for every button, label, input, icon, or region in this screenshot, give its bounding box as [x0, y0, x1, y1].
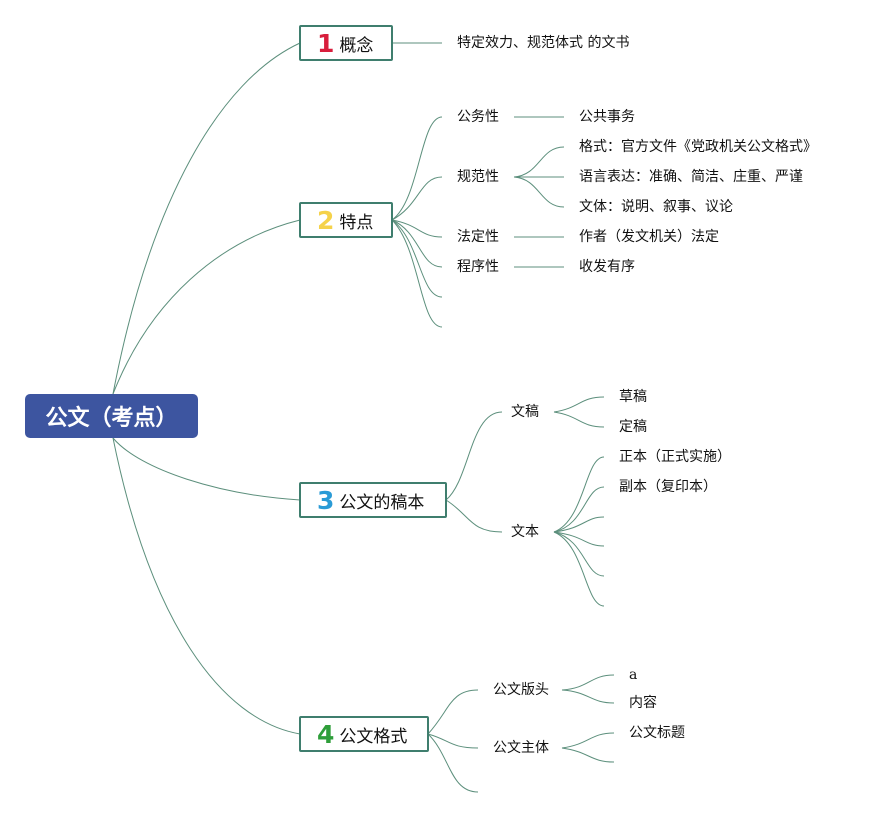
link-format2-child-1: [561, 732, 615, 749]
number-badge-3: 3: [317, 485, 335, 515]
draft-detail[interactable]: 副本（复印本）: [619, 479, 717, 495]
branch-drafts[interactable]: 3 公文的稿本: [299, 482, 447, 518]
feature-detail[interactable]: 格式：官方文件《党政机关公文格式》: [579, 139, 817, 155]
link-draft2-empty-3: [553, 531, 605, 577]
draft-detail[interactable]: 草稿: [619, 389, 647, 405]
branch-label: 特点: [339, 212, 374, 233]
link-features-empty-1: [391, 219, 443, 298]
link-root-features: [112, 219, 301, 395]
feature-item[interactable]: 法定性: [457, 229, 499, 245]
link-draft1-child-2: [553, 411, 605, 428]
root-label: 公文（考点）: [45, 406, 178, 431]
format-item[interactable]: 公文版头: [493, 682, 549, 698]
link-features-2: [391, 176, 443, 221]
format-detail[interactable]: a: [629, 667, 638, 683]
number-badge-1: 1: [317, 28, 335, 58]
link-root-format: [112, 437, 301, 735]
link-format1-child-1: [561, 674, 615, 691]
link-format-1: [427, 689, 479, 735]
feature-detail[interactable]: 语言表达：准确、简洁、庄重、严谨: [579, 169, 803, 185]
branch-concept[interactable]: 1 概念: [299, 25, 393, 61]
branch-label: 概念: [339, 35, 374, 56]
feature-detail[interactable]: 作者（发文机关）法定: [579, 229, 719, 245]
link-draft2-empty-4: [553, 531, 605, 607]
link-features-1: [391, 116, 443, 221]
feature-item[interactable]: 规范性: [457, 169, 499, 185]
concept-definition[interactable]: 特定效力、规范体式 的文书: [457, 35, 630, 51]
number-badge-2: 2: [317, 205, 335, 235]
feature-item[interactable]: 公务性: [457, 109, 499, 125]
feature-item[interactable]: 程序性: [457, 259, 499, 275]
link-format1-child-2: [561, 689, 615, 704]
link-feature2-child-3: [513, 176, 565, 208]
link-feature2-child-1: [513, 146, 565, 178]
feature-detail[interactable]: 文体：说明、叙事、议论: [579, 199, 733, 215]
link-draft2-child-1: [553, 456, 605, 533]
branch-label: 公文的稿本: [339, 492, 425, 513]
draft-item[interactable]: 文本: [511, 524, 539, 540]
draft-detail[interactable]: 正本（正式实施）: [619, 449, 731, 465]
link-drafts-1: [445, 411, 503, 501]
branch-label: 公文格式: [339, 726, 408, 747]
link-format2-empty: [561, 747, 615, 763]
branch-features[interactable]: 2 特点: [299, 202, 393, 238]
link-draft2-empty-1: [553, 516, 605, 533]
link-format-2: [427, 733, 479, 749]
link-root-drafts: [112, 437, 301, 501]
branch-format[interactable]: 4 公文格式: [299, 716, 429, 752]
draft-item[interactable]: 文稿: [511, 404, 539, 420]
link-format-empty: [427, 733, 479, 793]
feature-detail[interactable]: 收发有序: [579, 259, 635, 275]
link-root-concept: [112, 42, 301, 395]
link-features-empty-2: [391, 219, 443, 328]
format-detail[interactable]: 内容: [629, 695, 657, 711]
root-node[interactable]: 公文（考点）: [25, 394, 198, 438]
format-detail[interactable]: 公文标题: [629, 725, 685, 741]
format-item[interactable]: 公文主体: [493, 740, 549, 756]
link-drafts-2: [445, 499, 503, 533]
feature-detail[interactable]: 公共事务: [579, 109, 635, 125]
link-draft2-empty-2: [553, 531, 605, 547]
link-draft2-child-2: [553, 486, 605, 533]
draft-detail[interactable]: 定稿: [619, 419, 647, 435]
link-features-3: [391, 219, 443, 238]
link-features-4: [391, 219, 443, 268]
link-draft1-child-1: [553, 396, 605, 413]
number-badge-4: 4: [317, 719, 335, 749]
